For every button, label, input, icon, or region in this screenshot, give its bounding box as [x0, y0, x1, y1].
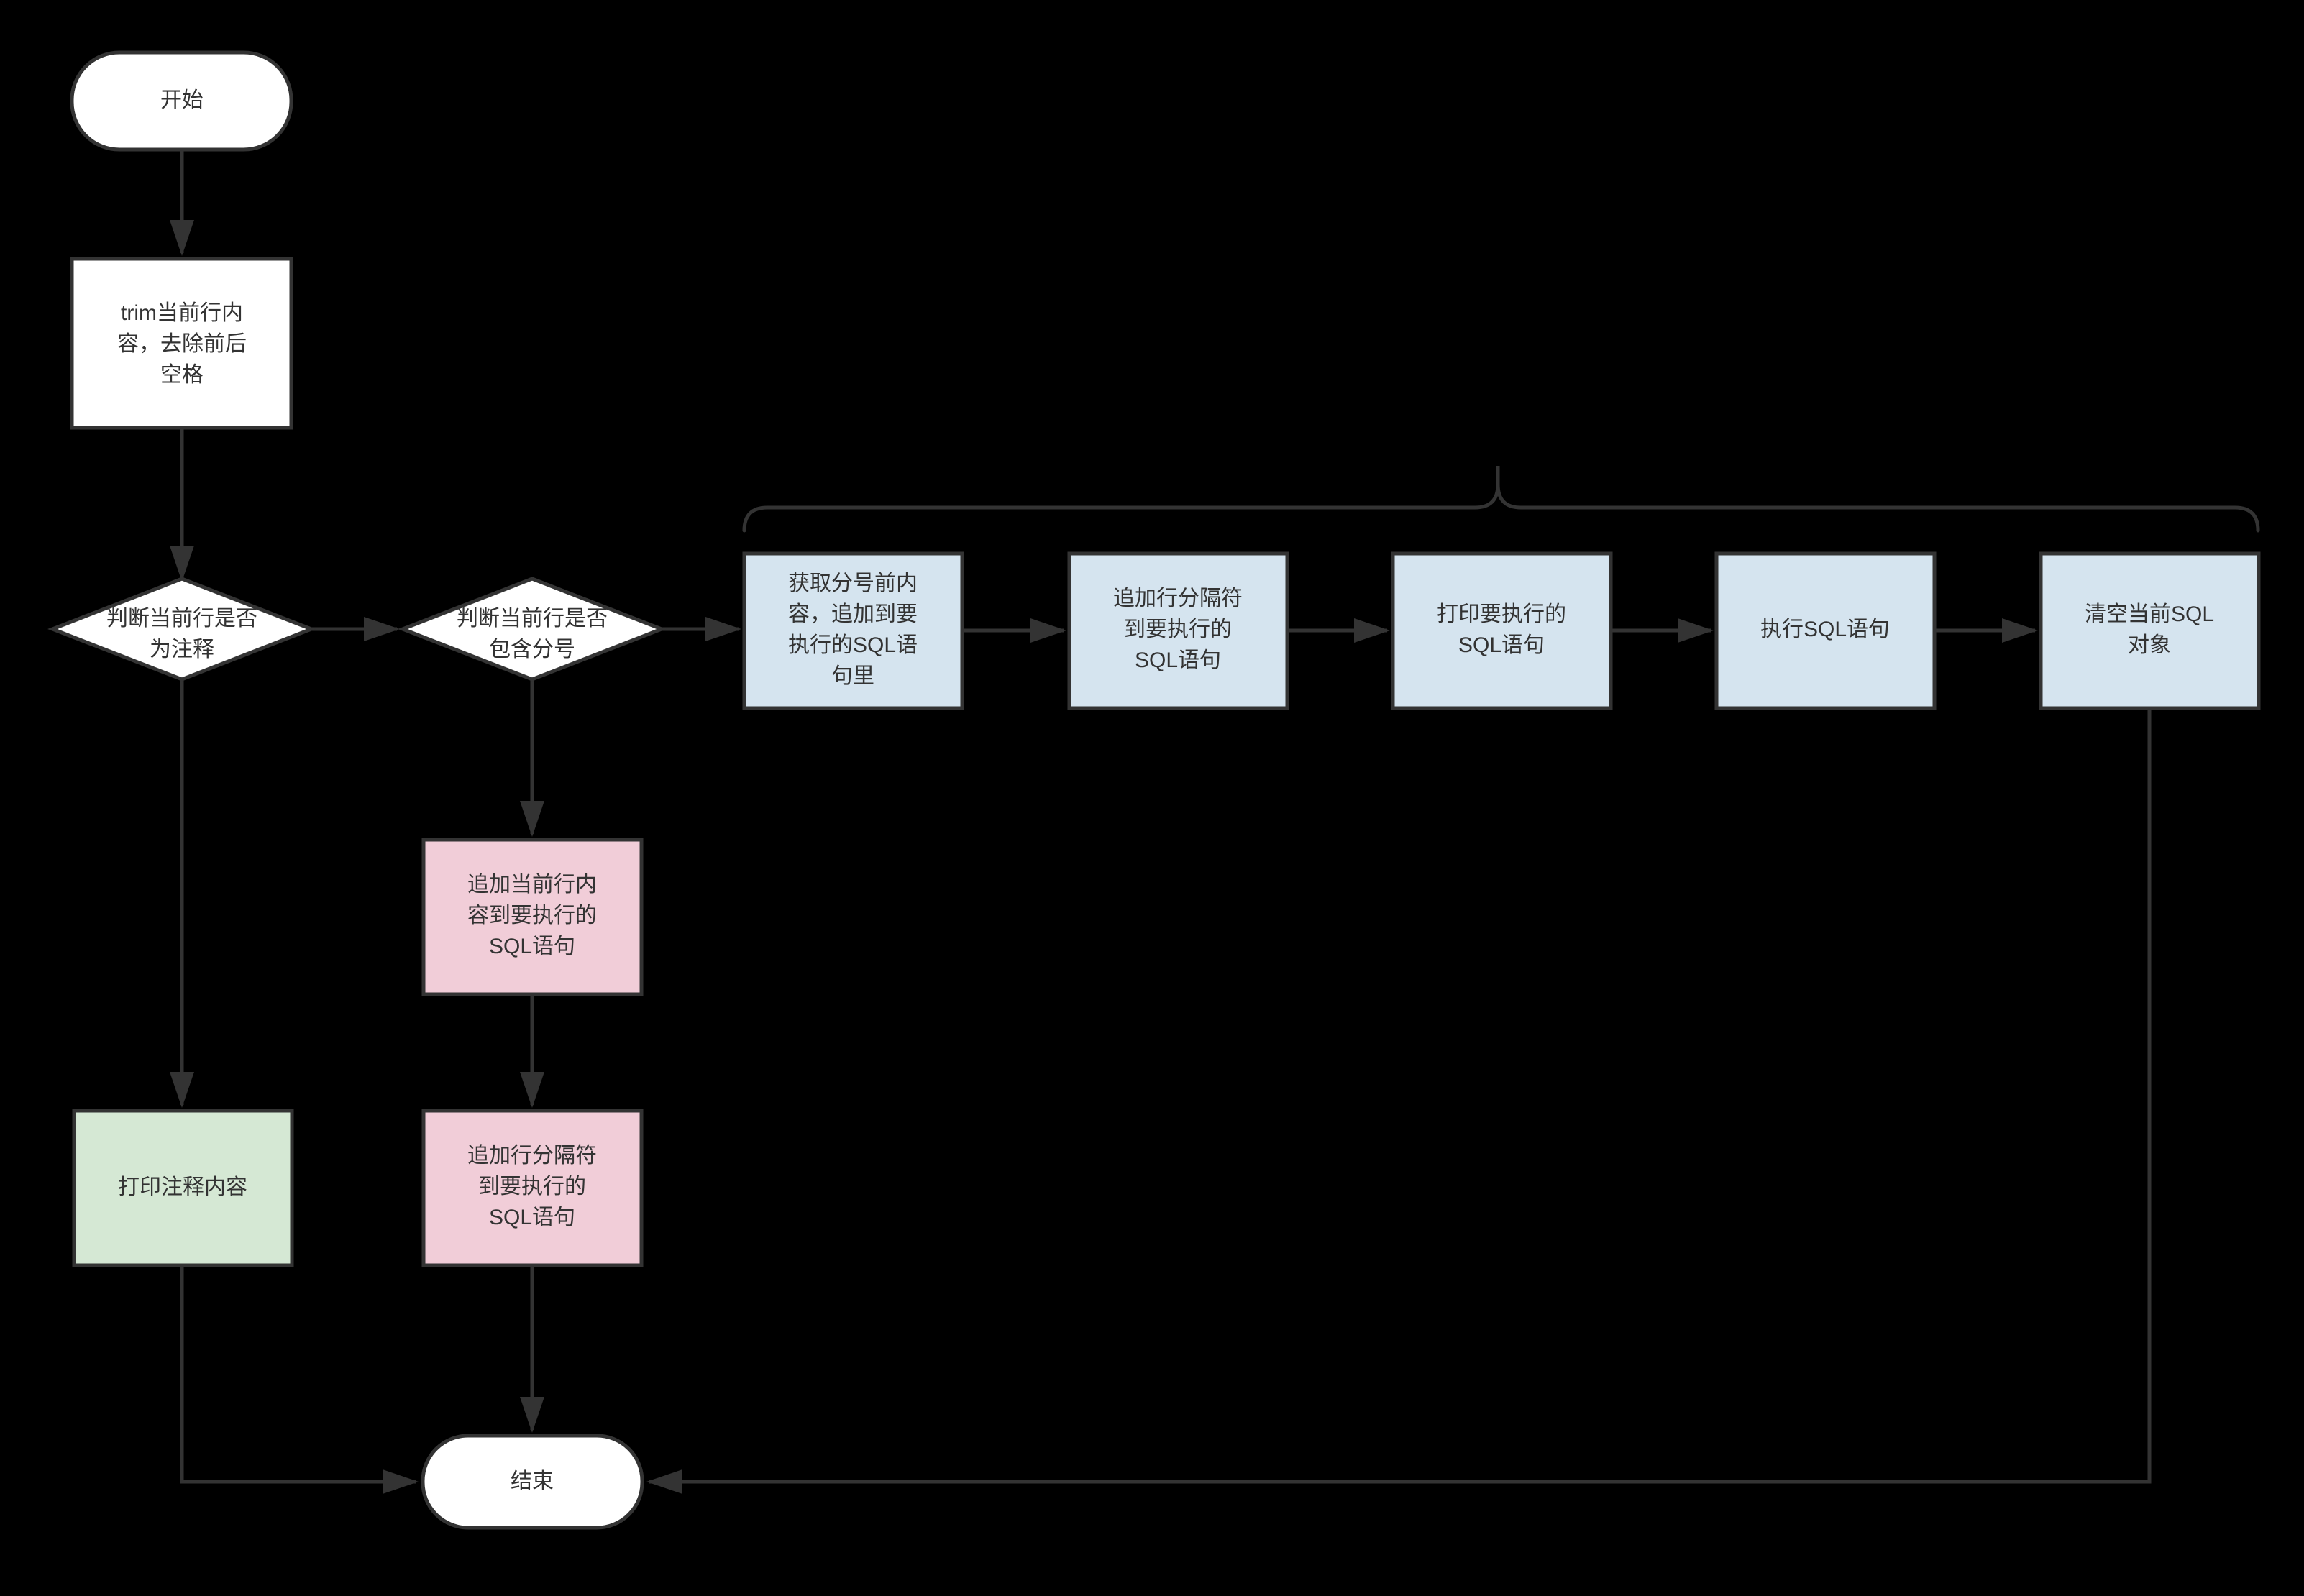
- node-end[interactable]: 结束: [421, 1434, 644, 1530]
- execute-sql-label: 执行SQL语句: [1760, 618, 1890, 641]
- append-sep-blue-label-line-3: SQL语句: [1135, 648, 1221, 672]
- node-append-sep-blue[interactable]: 追加行分隔符 到要执行的 SQL语句: [1067, 551, 1289, 710]
- execute-sql-shape[interactable]: [1714, 551, 1937, 710]
- print-sql-label-line-2: SQL语句: [1458, 633, 1545, 657]
- is-comment-label-line-1: 判断当前行是否: [106, 607, 257, 630]
- node-execute-sql[interactable]: 执行SQL语句: [1714, 551, 1937, 710]
- node-has-semicolon[interactable]: 判断当前行是否 包含分号: [398, 577, 667, 682]
- append-sep-blue-shape[interactable]: [1067, 551, 1289, 710]
- node-append-sep-pink[interactable]: 追加行分隔符 到要执行的 SQL语句: [421, 1109, 644, 1267]
- node-take-before-semicolon[interactable]: 获取分号前内 容，追加到要 执行的SQL语 句里: [742, 551, 964, 710]
- print-sql-label-line-1: 打印要执行的: [1437, 602, 1566, 626]
- node-print-sql[interactable]: 打印要执行的 SQL语句: [1391, 551, 1613, 710]
- print-comment-label: 打印注释内容: [118, 1175, 247, 1199]
- start-shape[interactable]: [70, 50, 293, 152]
- is-comment-label-line-2: 为注释: [150, 638, 214, 661]
- take-before-semicolon-label-line-3: 执行的SQL语: [788, 633, 918, 657]
- append-sep-pink-label-line-2: 到要执行的: [478, 1175, 586, 1198]
- has-semicolon-label-line-2: 包含分号: [489, 638, 575, 661]
- append-line-label-line-1: 追加当前行内: [467, 873, 597, 896]
- append-sep-blue-label-line-1: 追加行分隔符: [1113, 587, 1243, 610]
- edge-clear-sql-to-end: [646, 708, 2152, 1494]
- take-before-semicolon-label-line-2: 容，追加到要: [788, 602, 918, 626]
- start-label: 开始: [160, 88, 204, 112]
- clear-sql-shape[interactable]: [2039, 551, 2261, 710]
- append-sep-pink-label-line-3: SQL语句: [489, 1206, 575, 1229]
- node-append-line[interactable]: 追加当前行内 容到要执行的 SQL语句: [421, 838, 644, 996]
- append-line-label-line-3: SQL语句: [489, 935, 575, 958]
- take-before-semicolon-shape[interactable]: [742, 551, 964, 710]
- has-semicolon-shape[interactable]: [398, 577, 667, 682]
- take-before-semicolon-label-line-1: 获取分号前内: [788, 572, 918, 595]
- print-sql-shape[interactable]: [1391, 551, 1613, 710]
- has-semicolon-label-line-1: 判断当前行是否: [457, 607, 608, 630]
- append-sep-pink-shape[interactable]: [421, 1109, 644, 1267]
- take-before-semicolon-label-line-4: 句里: [831, 664, 874, 688]
- append-line-label-line-2: 容到要执行的: [467, 904, 597, 927]
- node-start[interactable]: 开始: [70, 50, 293, 152]
- trim-label-line-3: 空格: [160, 363, 204, 387]
- node-trim[interactable]: trim当前行内 容，去除前后 空格: [70, 257, 293, 430]
- end-shape[interactable]: [421, 1434, 644, 1530]
- edge-print-comment-to-end: [180, 1265, 419, 1494]
- node-is-comment[interactable]: 判断当前行是否 为注释: [47, 577, 316, 682]
- node-print-comment[interactable]: 打印注释内容: [72, 1109, 294, 1267]
- trim-label-line-2: 容，去除前后: [117, 332, 247, 356]
- trim-shape[interactable]: [70, 257, 293, 430]
- node-clear-sql[interactable]: 清空当前SQL 对象: [2039, 551, 2261, 710]
- trim-label-line-1: trim当前行内: [121, 301, 243, 325]
- clear-sql-label-line-2: 对象: [2128, 633, 2171, 657]
- append-line-shape[interactable]: [421, 838, 644, 996]
- end-label: 结束: [511, 1469, 554, 1493]
- print-comment-shape[interactable]: [72, 1109, 294, 1267]
- is-comment-shape[interactable]: [47, 577, 316, 682]
- clear-sql-label-line-1: 清空当前SQL: [2085, 602, 2214, 626]
- curly-brace-icon: [742, 466, 2260, 533]
- edge-layer: [170, 150, 2152, 1494]
- group-brace-annotation: [742, 466, 2260, 533]
- append-sep-blue-label-line-2: 到要执行的: [1124, 618, 1232, 641]
- append-sep-pink-label-line-1: 追加行分隔符: [467, 1144, 597, 1168]
